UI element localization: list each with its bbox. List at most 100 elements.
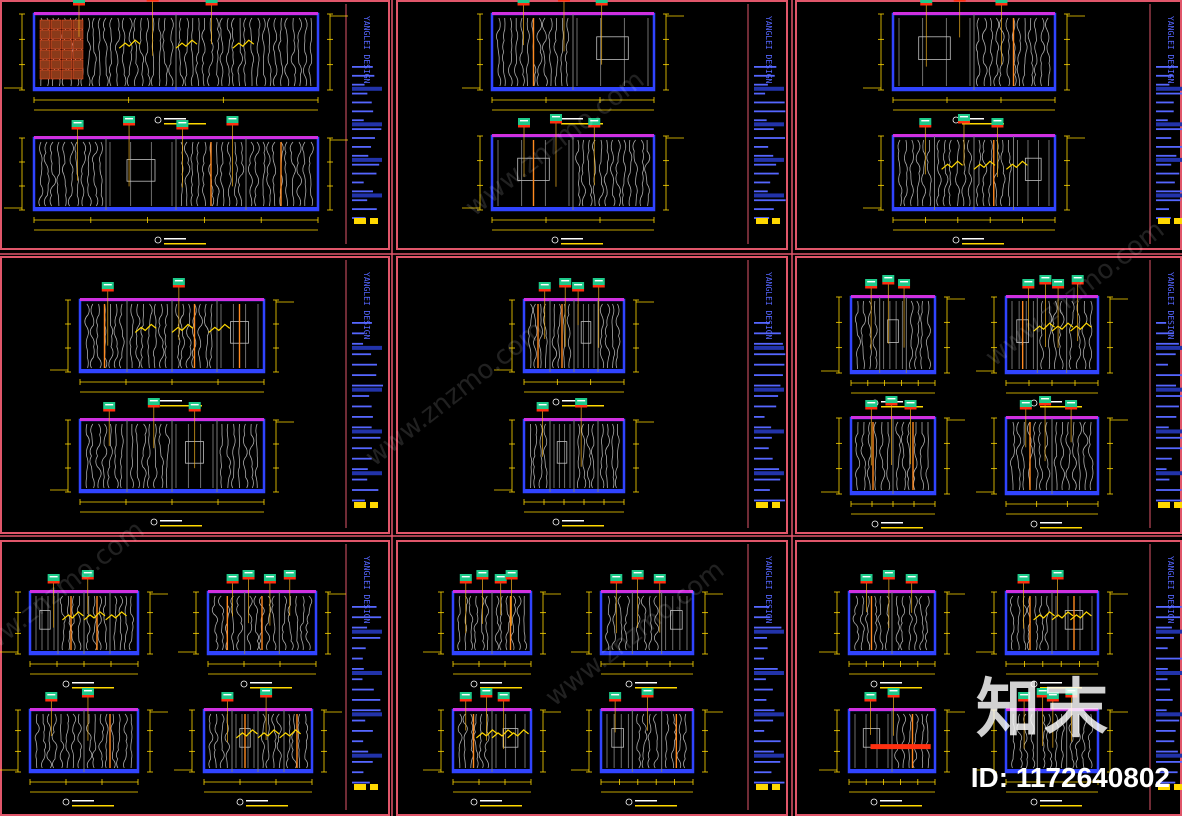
panel-box bbox=[39, 610, 51, 630]
title-block-stamp bbox=[772, 502, 780, 508]
material-tag bbox=[518, 118, 531, 125]
material-tag-text bbox=[1067, 690, 1076, 692]
material-tag bbox=[480, 688, 493, 695]
wood-grain-line bbox=[897, 139, 903, 207]
wood-grain-line bbox=[653, 713, 659, 769]
material-tag-text bbox=[655, 576, 664, 578]
elevation-views bbox=[0, 0, 1128, 807]
title-block-line bbox=[754, 606, 770, 608]
branch-motif bbox=[62, 611, 84, 621]
wood-grain-line bbox=[209, 303, 213, 369]
wood-grain-line bbox=[296, 141, 302, 207]
elevation bbox=[174, 688, 342, 807]
material-tag bbox=[1036, 688, 1049, 695]
wood-grain-line bbox=[89, 423, 95, 489]
title-block-line bbox=[754, 395, 779, 397]
ceiling-band bbox=[1006, 416, 1098, 419]
wood-grain-line bbox=[925, 713, 930, 769]
material-tag bbox=[263, 574, 276, 581]
wood-grain-line bbox=[208, 713, 214, 769]
wood-grain-line bbox=[1087, 713, 1094, 769]
brick bbox=[50, 49, 62, 60]
title-block-line bbox=[352, 688, 374, 691]
material-tag bbox=[592, 278, 605, 285]
wood-grain-line bbox=[921, 139, 927, 207]
material-tag-text bbox=[1041, 398, 1050, 400]
view-title-line bbox=[72, 800, 94, 802]
title-block-line bbox=[754, 163, 777, 166]
elevation bbox=[494, 398, 654, 527]
material-tag bbox=[517, 0, 530, 3]
wood-grain-line bbox=[102, 595, 108, 651]
material-tag-text bbox=[262, 690, 271, 692]
title-block-line bbox=[1156, 489, 1182, 491]
elevation bbox=[821, 396, 965, 529]
material-tag-text bbox=[538, 404, 547, 406]
ceiling-band bbox=[34, 12, 318, 15]
view-title-bubble bbox=[870, 680, 878, 688]
title-block-bar bbox=[754, 429, 784, 434]
material-tag bbox=[559, 278, 572, 285]
title-block-line bbox=[1156, 154, 1177, 157]
ceiling-band bbox=[893, 134, 1055, 137]
material-tag bbox=[497, 692, 510, 699]
wood-grain-line bbox=[532, 423, 538, 489]
wood-grain-line bbox=[1088, 300, 1093, 370]
title-block-line bbox=[754, 750, 774, 753]
view-title-line bbox=[160, 400, 182, 402]
title-block-line bbox=[754, 499, 786, 502]
wood-grain-line bbox=[177, 17, 184, 87]
material-tag bbox=[81, 570, 94, 577]
branch-motif bbox=[1006, 160, 1028, 170]
wood-grain-line bbox=[860, 421, 866, 491]
title-block-line bbox=[1156, 128, 1182, 131]
title-block-line bbox=[1156, 761, 1182, 763]
wood-grain-line bbox=[271, 713, 277, 769]
material-tag-code bbox=[1071, 282, 1084, 285]
title-block-bar bbox=[754, 629, 784, 634]
wood-grain-line bbox=[195, 17, 201, 87]
wood-grain-line bbox=[543, 423, 548, 489]
wood-grain-line bbox=[566, 303, 572, 369]
brick bbox=[39, 49, 51, 60]
title-block-line bbox=[1156, 172, 1180, 175]
wood-grain-line bbox=[1021, 421, 1025, 491]
wood-grain-line bbox=[284, 17, 290, 87]
wood-grain-line bbox=[1082, 421, 1089, 491]
wood-grain-line bbox=[611, 303, 616, 369]
title-block-stamp bbox=[756, 218, 768, 224]
material-tag-text bbox=[633, 572, 642, 574]
wood-grain-line bbox=[59, 595, 66, 651]
title-block-line bbox=[754, 208, 774, 211]
title-block-line bbox=[754, 363, 785, 366]
wood-grain-line bbox=[611, 423, 615, 489]
title-block-line bbox=[1156, 83, 1170, 86]
title-block-line bbox=[1156, 190, 1182, 193]
material-tag-text bbox=[507, 572, 516, 574]
elevation bbox=[976, 688, 1128, 807]
material-tag-code bbox=[991, 125, 1004, 128]
material-tag-code bbox=[864, 699, 877, 702]
view-title-bubble bbox=[551, 236, 559, 244]
title-block-line bbox=[352, 447, 372, 450]
wood-grain-line bbox=[56, 141, 61, 207]
view-scale-line bbox=[1040, 406, 1082, 408]
branch-motif bbox=[279, 729, 301, 739]
title-block: YANGLEI DESIGN bbox=[1149, 4, 1182, 244]
wood-grain-line bbox=[1022, 17, 1028, 87]
material-tag bbox=[1071, 275, 1084, 282]
wood-grain-line bbox=[499, 595, 503, 651]
title-block-line bbox=[1156, 781, 1176, 784]
material-tag-text bbox=[1024, 281, 1033, 283]
wood-grain-line bbox=[297, 713, 301, 769]
branch-motif bbox=[1051, 611, 1074, 621]
wood-grain-line bbox=[1077, 421, 1082, 491]
wood-grain-line bbox=[1048, 300, 1053, 370]
material-tag bbox=[957, 114, 970, 121]
wood-grain-line bbox=[77, 713, 82, 769]
material-tag-text bbox=[1038, 690, 1047, 692]
wood-grain-line bbox=[216, 17, 220, 87]
wood-grain-line bbox=[308, 17, 313, 87]
wood-grain-line bbox=[1044, 421, 1051, 491]
wood-grain-line bbox=[61, 141, 67, 207]
